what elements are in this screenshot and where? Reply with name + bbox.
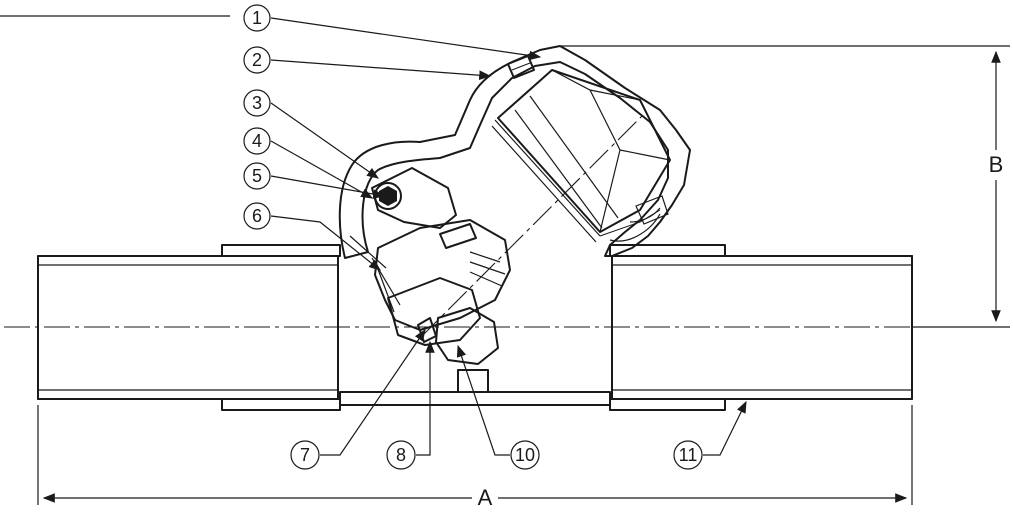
screen-cap	[491, 69, 671, 243]
svg-text:4: 4	[252, 131, 262, 151]
callout-6: 6	[243, 202, 271, 230]
svg-text:B: B	[989, 152, 1004, 177]
disc-assembly	[371, 219, 511, 365]
svg-text:6: 6	[252, 206, 262, 226]
svg-text:7: 7	[300, 445, 310, 465]
callout-1: 1	[243, 4, 271, 32]
svg-text:11: 11	[679, 445, 698, 465]
svg-text:1: 1	[252, 8, 262, 28]
callout-10: 10	[510, 440, 540, 470]
callout-11: 11	[673, 440, 703, 470]
drain-plug	[507, 55, 535, 79]
callout-7: 7	[290, 440, 320, 470]
svg-text:8: 8	[396, 445, 406, 465]
leader-lines	[270, 17, 747, 456]
dimension-b: B	[560, 45, 1010, 328]
svg-text:2: 2	[252, 50, 262, 70]
svg-text:3: 3	[252, 93, 262, 113]
dimension-a: A	[37, 405, 913, 510]
callout-8: 8	[386, 440, 416, 470]
svg-text:10: 10	[515, 445, 535, 465]
callout-3: 3	[243, 89, 271, 117]
callout-4: 4	[243, 127, 271, 155]
body-sockets	[221, 244, 726, 411]
callout-2: 2	[243, 46, 271, 74]
callout-5: 5	[243, 162, 271, 190]
svg-text:A: A	[478, 485, 493, 510]
svg-text:5: 5	[252, 166, 262, 186]
branch-centerline	[419, 115, 643, 339]
